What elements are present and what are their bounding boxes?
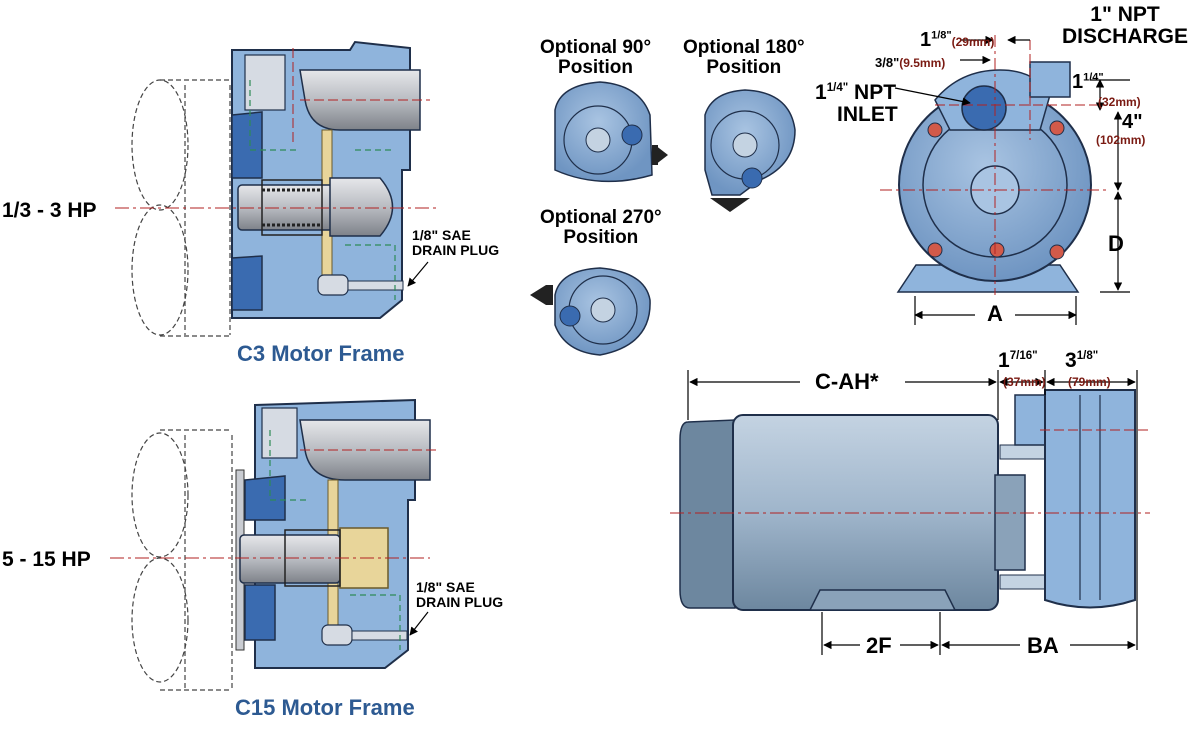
c15-section bbox=[110, 398, 440, 691]
hp-large-label: 5 - 15 HP bbox=[2, 548, 91, 571]
optional-180-label: Optional 180°Position bbox=[683, 37, 805, 78]
dim-1-1-4-mm: (32mm) bbox=[1098, 95, 1141, 109]
dim-3-1-8: 31/8" bbox=[1065, 349, 1099, 372]
dim-1-1-4: 11/4" bbox=[1072, 71, 1104, 93]
dim-2f: 2F bbox=[866, 633, 892, 658]
dim-ba: BA bbox=[1027, 633, 1059, 658]
dim-c-ah: C-AH* bbox=[815, 369, 879, 394]
dim-1-7-16: 17/16" bbox=[998, 349, 1038, 372]
face-90 bbox=[554, 81, 668, 183]
optional-90-label: Optional 90°Position bbox=[540, 37, 652, 78]
c15-frame-label: C15 Motor Frame bbox=[235, 695, 415, 720]
dim-3-1-8-mm: (79mm) bbox=[1068, 375, 1111, 389]
side-view bbox=[670, 370, 1150, 655]
dim-1-7-16-mm: (37mm) bbox=[1003, 375, 1046, 389]
dim-4-mm: (102mm) bbox=[1096, 133, 1146, 147]
dim-d: D bbox=[1108, 231, 1124, 256]
hp-small-label: 1/3 - 3 HP bbox=[2, 199, 97, 222]
optional-270-label: Optional 270°Position bbox=[540, 207, 662, 248]
dim-3-8: 3/8"(9.5mm) bbox=[875, 55, 946, 70]
c3-frame-label: C3 Motor Frame bbox=[237, 341, 405, 366]
dim-1-1-8: 11/8"(29mm) bbox=[920, 29, 995, 51]
c3-fan-outline bbox=[131, 79, 231, 337]
dim-a: A bbox=[987, 301, 1003, 326]
c3-section bbox=[115, 40, 440, 337]
front-view bbox=[880, 35, 1130, 325]
face-270 bbox=[530, 267, 651, 356]
inlet-label: 11/4" NPT INLET bbox=[815, 81, 898, 127]
dim-4: 4" bbox=[1122, 111, 1143, 133]
face-180 bbox=[704, 89, 796, 212]
c15-fan-outline bbox=[131, 429, 233, 691]
